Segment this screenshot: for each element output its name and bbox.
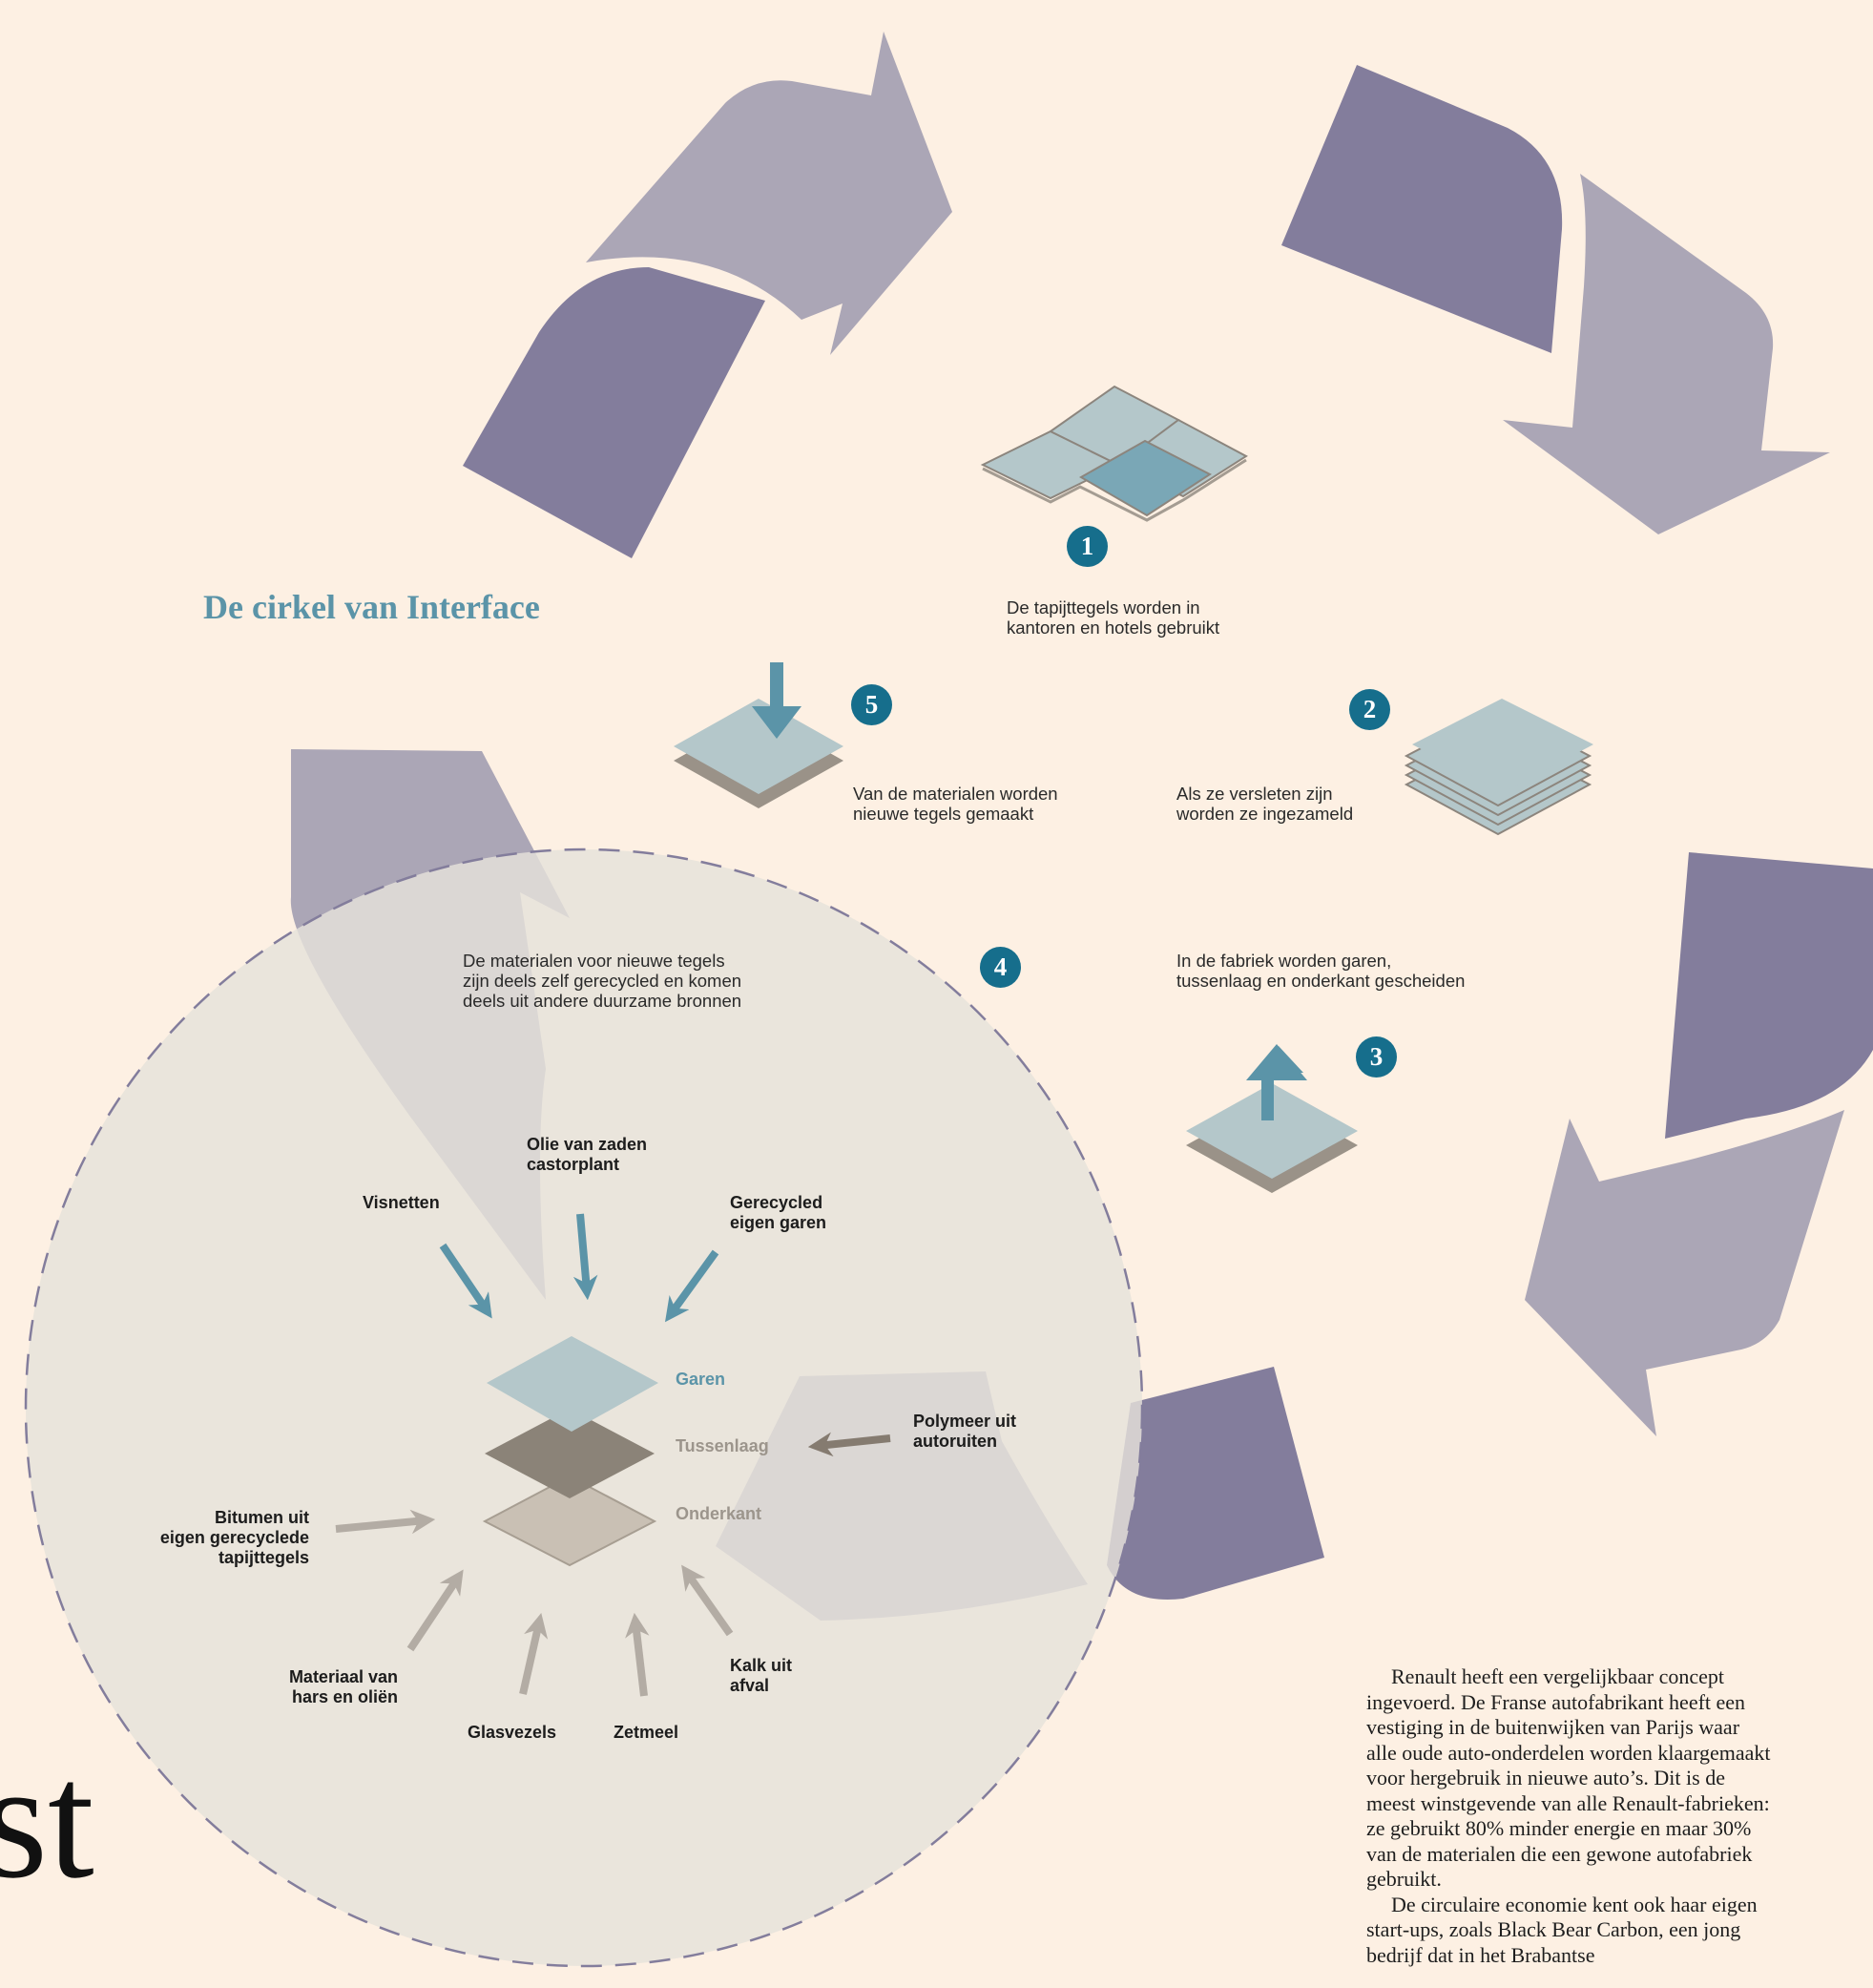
arrow-visnetten: [439, 1243, 492, 1319]
layer-label-tussenlaag: Tussenlaag: [676, 1436, 769, 1455]
step-badge-4: 4: [980, 947, 1021, 988]
material-label-materiaal: Materiaal van hars en oliën: [288, 1667, 398, 1706]
tile-floor-illustration: [980, 385, 1248, 522]
new-tile-illustration: [674, 662, 843, 808]
layer-tussenlaag-shape: [485, 1409, 655, 1498]
arrow-zetmeel: [625, 1612, 650, 1697]
arrow-materiaal: [406, 1569, 464, 1652]
page-title: De cirkel van Interface: [203, 588, 540, 626]
cycle-arrow-right-dark: [1665, 852, 1873, 1139]
step-badge-3: 3: [1356, 1036, 1397, 1078]
step-2-text: Als ze versleten zijn worden ze ingezame…: [1176, 784, 1354, 824]
article-paragraph-1: Renault heeft een vergelijkbaar concept …: [1366, 1664, 1771, 1891]
cycle-arrow-top-left-light: [586, 31, 952, 355]
layer-label-onderkant: Onderkant: [676, 1504, 762, 1523]
material-label-zetmeel: Zetmeel: [614, 1723, 679, 1742]
material-label-glasvezels: Glasvezels: [468, 1723, 557, 1742]
cycle-arrow-top-right-light: [1503, 174, 1830, 534]
arrow-polymeer: [807, 1432, 891, 1457]
stacked-tiles-illustration: [1404, 699, 1593, 836]
layer-onderkant-shape: [482, 1475, 657, 1567]
material-label-bitumen: Bitumen uit eigen gerecyclede tapijttege…: [159, 1508, 309, 1567]
layer-label-garen: Garen: [676, 1370, 726, 1389]
material-arrows: [335, 1213, 891, 1697]
arrow-bitumen: [335, 1509, 436, 1535]
article-paragraph-2: De circulaire economie kent ook haar eig…: [1366, 1892, 1758, 1967]
article-text: Renault heeft een vergelijkbaar concept …: [1366, 1664, 1773, 1988]
step-badge-5: 5: [851, 684, 892, 725]
step-5-text: Van de materialen worden nieuwe tegels g…: [853, 784, 1058, 824]
step-1-text: De tapijttegels worden in kantoren en ho…: [1007, 597, 1220, 638]
arrow-kalk: [681, 1564, 734, 1637]
material-label-olie: Olie van zaden castorplant: [527, 1135, 648, 1174]
cycle-arrow-bottom-right-dark: [1107, 1367, 1324, 1600]
material-label-visnetten: Visnetten: [363, 1193, 440, 1212]
arrow-glasvezels: [519, 1613, 549, 1695]
partial-heading-glyph: st: [0, 1727, 94, 1913]
arrow-olie: [572, 1213, 598, 1301]
material-label-kalk: Kalk uit afval: [730, 1656, 793, 1695]
material-label-polymeer: Polymeer uit autoruiten: [913, 1412, 1017, 1451]
tile-layers-illustration: [482, 1336, 658, 1567]
layer-garen-shape: [487, 1336, 658, 1432]
cycle-arrow-top-left-dark: [463, 267, 765, 558]
step-4-text: De materialen voor nieuwe tegels zijn de…: [463, 951, 742, 1011]
cycle-arrow-right-light: [1525, 1110, 1844, 1436]
arrow-gerecycled: [664, 1249, 719, 1323]
material-label-gerecycled: Gerecycled eigen garen: [730, 1193, 827, 1232]
cycle-arrow-top-right-dark: [1281, 65, 1563, 353]
step-3-text: In de fabriek worden garen, tussenlaag e…: [1176, 951, 1466, 991]
step-badge-2: 2: [1349, 689, 1390, 730]
step-badge-1: 1: [1067, 526, 1108, 567]
separated-tile-illustration: [1186, 1044, 1358, 1193]
